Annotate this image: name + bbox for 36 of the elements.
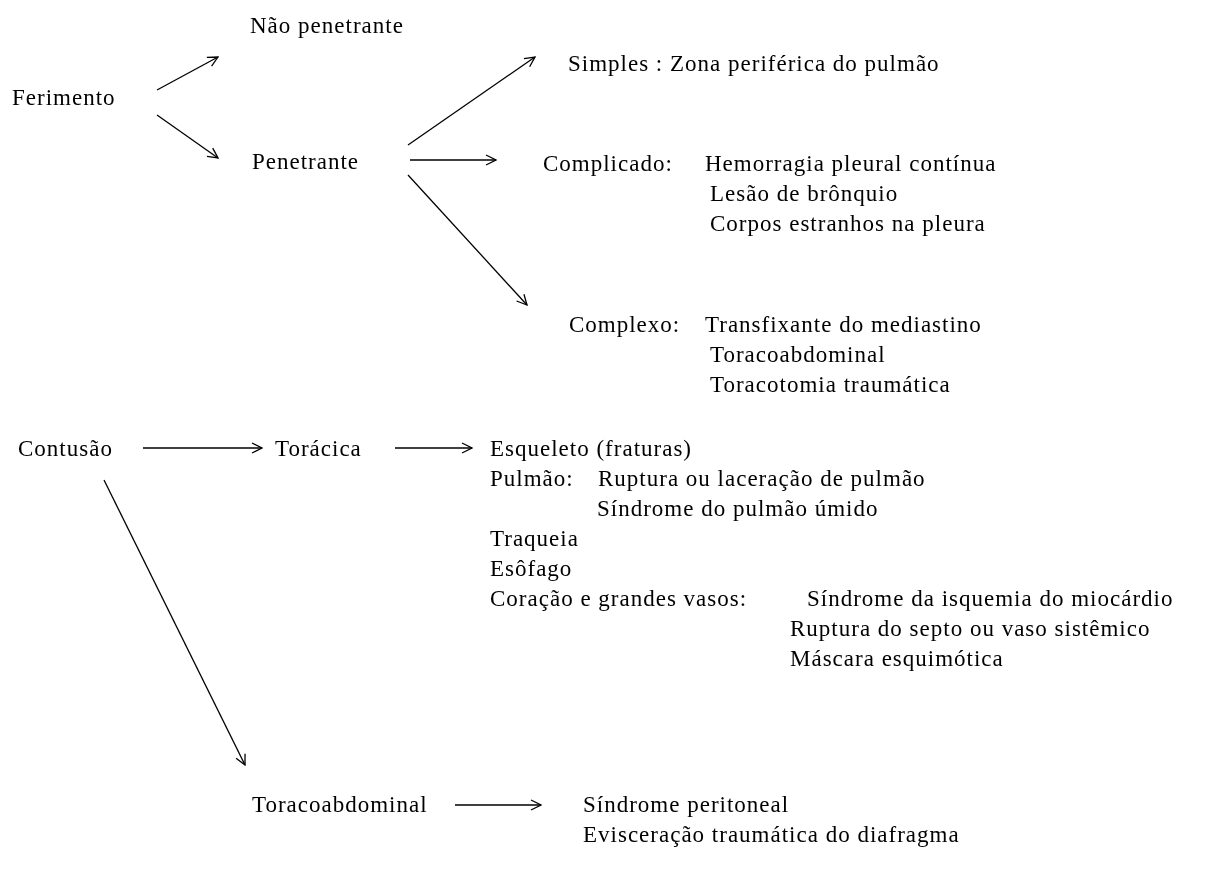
list-item-text: Traqueia [490, 527, 579, 551]
arrow [156, 56, 219, 91]
label-text: Não penetrante [250, 14, 404, 38]
arrow [409, 154, 497, 166]
list-item-text: Esôfago [490, 557, 573, 581]
arrow [394, 442, 473, 454]
list-item-text: Pulmão: [490, 467, 574, 491]
heading-text: Complicado: [543, 152, 673, 176]
arrow [156, 114, 219, 159]
heading-text: Complexo: [569, 313, 681, 337]
list-item-text: Lesão de brônquio [710, 182, 899, 206]
list-item-text: Hemorragia pleural contínua [705, 152, 997, 176]
label-text: Simples : Zona periférica do pulmão [568, 52, 940, 76]
arrow [454, 799, 542, 811]
list-item-text: Síndrome do pulmão úmido [597, 497, 879, 521]
list-item-text: Transfixante do mediastino [705, 313, 982, 337]
label-text: Penetrante [252, 150, 360, 174]
label-text: Torácica [275, 437, 362, 461]
arrow [103, 479, 246, 766]
label-text: Toracoabdominal [252, 793, 428, 817]
label-text: Contusão [18, 437, 113, 461]
list-item-text: Máscara esquimótica [790, 647, 1004, 671]
list-item-text: Ruptura ou laceração de pulmão [598, 467, 926, 491]
heading-text: Esqueleto (fraturas) [490, 437, 692, 461]
list-item-text: Toracotomia traumática [710, 373, 951, 397]
list-item-text: Síndrome da isquemia do miocárdio [807, 587, 1174, 611]
list-item-text: Toracoabdominal [710, 343, 886, 367]
label-text: Ferimento [12, 86, 116, 110]
list-item-text: Coração e grandes vasos: [490, 587, 748, 611]
arrow [407, 174, 528, 306]
list-item-text: Corpos estranhos na pleura [710, 212, 986, 236]
arrow [407, 56, 536, 146]
arrow [142, 442, 263, 454]
list-item-text: Evisceração traumática do diafragma [583, 823, 960, 847]
heading-text: Síndrome peritoneal [583, 793, 790, 817]
list-item-text: Ruptura do septo ou vaso sistêmico [790, 617, 1151, 641]
